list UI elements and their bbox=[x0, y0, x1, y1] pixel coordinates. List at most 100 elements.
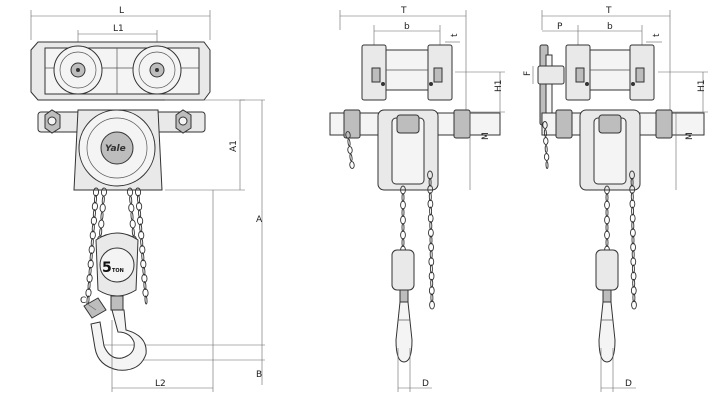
hook bbox=[83, 295, 147, 371]
chain-link bbox=[631, 264, 635, 274]
trolley-wheel-right bbox=[132, 45, 182, 95]
chain-link bbox=[542, 121, 548, 129]
capacity-number: 5 bbox=[102, 260, 112, 276]
chain-link bbox=[349, 161, 355, 169]
chain-link bbox=[630, 286, 637, 296]
chain-link bbox=[429, 249, 433, 259]
chain-link bbox=[400, 185, 406, 195]
chain-link bbox=[630, 271, 637, 281]
label-t: T bbox=[400, 6, 407, 16]
chain-link bbox=[134, 187, 142, 197]
chain-link bbox=[428, 257, 435, 267]
dimension-t-geared: T bbox=[541, 6, 671, 112]
label-b-geared: b bbox=[607, 22, 613, 32]
chain-link bbox=[604, 215, 610, 225]
chain-link bbox=[92, 209, 96, 219]
chain-link bbox=[87, 281, 91, 291]
chain-link bbox=[430, 278, 434, 288]
hoist-body-side bbox=[377, 109, 439, 191]
label-d-geared: D bbox=[625, 379, 632, 389]
chain-link bbox=[100, 211, 104, 221]
chain-link bbox=[140, 259, 147, 269]
chain-link bbox=[430, 293, 434, 303]
chain-link bbox=[631, 206, 635, 216]
chain-link bbox=[629, 184, 636, 194]
dimension-l2: L2 bbox=[111, 190, 214, 392]
side-view-geared: T P b t F bbox=[523, 6, 708, 392]
chain-link bbox=[140, 237, 144, 247]
chain-link bbox=[90, 237, 94, 247]
chain-link bbox=[543, 129, 547, 137]
trolley-side-plates bbox=[361, 44, 453, 101]
chain-link bbox=[428, 286, 435, 296]
gear-box bbox=[537, 65, 565, 85]
chain-link bbox=[429, 206, 433, 216]
chain-link bbox=[144, 295, 148, 305]
chain-link bbox=[630, 242, 636, 252]
dimension-d-geared: D bbox=[600, 348, 636, 392]
chain-link bbox=[137, 216, 144, 226]
chain-link bbox=[604, 185, 610, 195]
chain-link bbox=[141, 252, 145, 262]
chain-link bbox=[87, 259, 94, 269]
chain-link bbox=[429, 221, 433, 231]
chain-link bbox=[632, 293, 636, 303]
chain-link bbox=[400, 230, 406, 240]
chain-link bbox=[141, 273, 148, 283]
bottom-block-side bbox=[391, 249, 415, 363]
chain-link bbox=[137, 194, 140, 204]
front-view: L L1 bbox=[30, 6, 265, 392]
capacity-unit: TON bbox=[112, 268, 124, 274]
chain-link bbox=[142, 288, 149, 298]
chain-link bbox=[89, 252, 93, 262]
chain-link bbox=[347, 138, 351, 147]
chain-link bbox=[136, 201, 143, 211]
chain-link bbox=[429, 264, 433, 274]
chain-link bbox=[631, 221, 635, 231]
chain-link bbox=[630, 177, 634, 187]
label-t-small: t bbox=[450, 33, 460, 37]
chain-link bbox=[545, 161, 549, 169]
chain-link bbox=[428, 192, 432, 202]
chain-link bbox=[630, 228, 636, 238]
label-m-geared: M bbox=[685, 132, 695, 140]
chain-link bbox=[543, 153, 550, 161]
chain-link bbox=[604, 230, 610, 240]
chain-link bbox=[429, 235, 433, 245]
chain-link bbox=[94, 194, 97, 204]
dimension-a1: A1 bbox=[165, 99, 245, 191]
chain-link bbox=[631, 300, 637, 310]
chain-link bbox=[99, 203, 106, 213]
chain-link bbox=[91, 223, 95, 233]
brand-logo-text: Yale bbox=[105, 144, 126, 154]
chain-link bbox=[605, 208, 609, 217]
chain-link bbox=[428, 177, 432, 187]
trolley-wheel-left bbox=[53, 45, 103, 95]
chain-link bbox=[400, 215, 406, 225]
chain-link bbox=[630, 192, 634, 202]
dimension-a: A bbox=[100, 99, 265, 346]
chain-link bbox=[88, 266, 92, 276]
chain-link bbox=[632, 278, 636, 288]
chain-link bbox=[428, 242, 434, 252]
chain-link bbox=[89, 230, 96, 240]
chain-link bbox=[347, 146, 353, 154]
chain-link bbox=[86, 273, 93, 283]
bottom-block-side-geared bbox=[595, 249, 619, 363]
hoist-body-side-geared bbox=[579, 109, 641, 191]
label-h1: H1 bbox=[494, 80, 504, 93]
chain-link bbox=[631, 235, 635, 245]
chain-link bbox=[428, 271, 435, 281]
dimension-l: L bbox=[30, 6, 211, 40]
chain-link bbox=[143, 281, 147, 291]
label-a: A bbox=[256, 215, 263, 225]
dimension-d: D bbox=[397, 348, 432, 392]
chain-link bbox=[92, 187, 100, 197]
chain-link bbox=[429, 300, 435, 310]
chain-link bbox=[85, 288, 92, 298]
chain-link bbox=[605, 193, 609, 202]
chain-link bbox=[604, 200, 610, 210]
chain-link bbox=[349, 153, 353, 162]
chain-link bbox=[630, 257, 637, 267]
